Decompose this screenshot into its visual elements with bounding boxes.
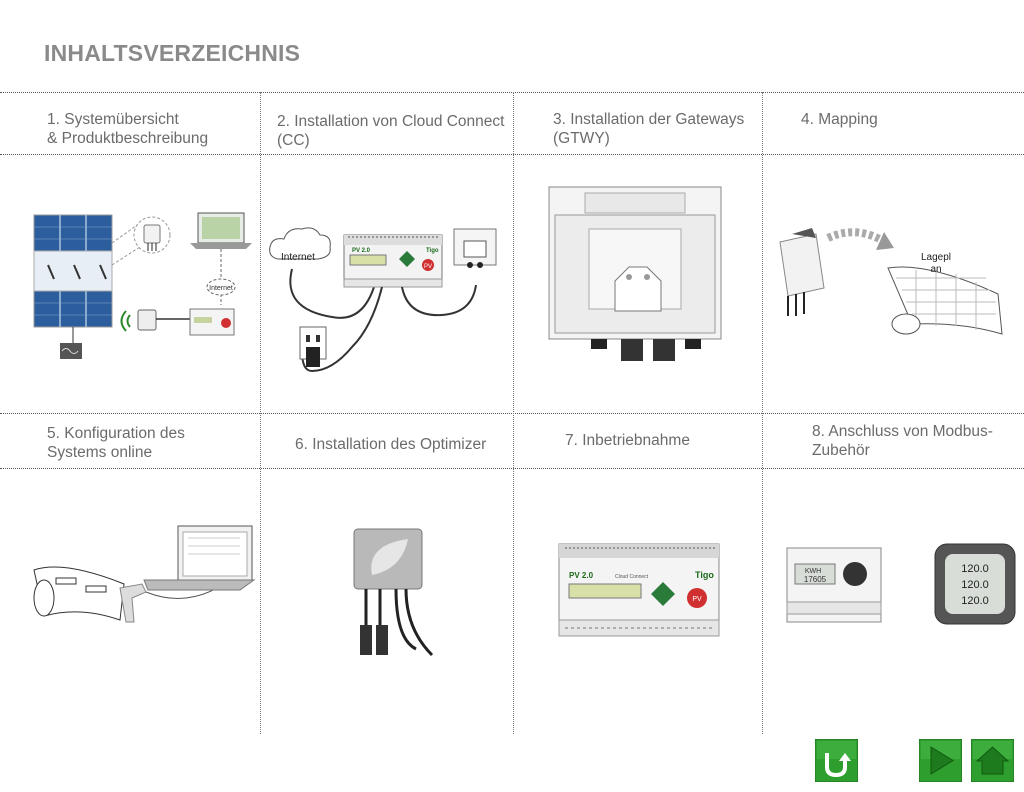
pv-badge-label: PV: [424, 264, 432, 270]
system-overview-illustration: Internet: [33, 212, 252, 359]
meter-value-label: 17605: [804, 575, 827, 584]
section-5-line1: 5. Konfiguration des: [47, 425, 185, 442]
optimizer-illustration: [353, 528, 434, 657]
device-brand-label: Tigo: [426, 248, 439, 254]
gateway-illustration: [548, 186, 722, 361]
power-outlet-icon: [299, 326, 327, 367]
device7-pv-badge: PV: [692, 596, 702, 603]
u-turn-back-icon: [825, 753, 847, 778]
internet-badge: Internet: [209, 285, 233, 292]
grid-line-middle: [0, 413, 1024, 414]
section-6-link[interactable]: 6. Installation des Optimizer: [295, 435, 486, 454]
back-button[interactable]: [815, 739, 858, 782]
section-7-line1: 7. Inbetriebnahme: [565, 432, 690, 449]
grid-col-divider-3: [762, 92, 763, 734]
energy-meter-device: KWH 17605: [786, 547, 882, 623]
optimizer-label-sticker: [779, 228, 825, 316]
section-3-line2: (GTWY): [553, 130, 610, 147]
laptop-icon-large: [143, 525, 256, 591]
section-4-link[interactable]: 4. Mapping: [801, 110, 878, 129]
section-1-link[interactable]: 1. Systemübersicht & Produktbeschreibung: [47, 110, 208, 148]
section-1-line1: 1. Systemübersicht: [47, 111, 179, 128]
cloud-connect-installation-illustration: Internet PV 2.0 Tigo PV: [269, 227, 497, 373]
meter2-value-2: 120.0: [961, 579, 989, 591]
grid-line-header-2: [0, 468, 1024, 469]
section-5-link[interactable]: 5. Konfiguration des Systems online: [47, 424, 185, 462]
mapping-illustration: Lagepl an: [779, 228, 1003, 335]
section-8-line1: 8. Anschluss von Modbus-: [812, 423, 993, 440]
gateway-closeup: [133, 216, 171, 254]
site-plan-scroll: [887, 266, 1003, 335]
cloud-connect-mini: [189, 308, 235, 336]
section-8-link[interactable]: 8. Anschluss von Modbus- Zubehör: [812, 422, 993, 460]
lageplan-label-line1: Lagepl: [921, 252, 951, 263]
play-next-icon: [930, 746, 954, 775]
device7-sub-label: Cloud Connect: [615, 574, 649, 580]
cloud-connect-device: PV 2.0 Tigo PV: [343, 234, 443, 288]
page-title: INHALTSVERZEICHNIS: [44, 40, 301, 66]
barcode-scanner-icon: [119, 583, 147, 623]
section-4-line1: 4. Mapping: [801, 111, 878, 128]
meter2-value-1: 120.0: [961, 563, 989, 575]
internet-cloud-label: Internet: [281, 252, 315, 263]
section-2-link[interactable]: 2. Installation von Cloud Connect (CC): [277, 112, 513, 150]
home-button[interactable]: [971, 739, 1014, 782]
power-meter-device: 120.0 120.0 120.0: [934, 543, 1016, 625]
section-7-link[interactable]: 7. Inbetriebnahme: [565, 431, 690, 450]
grid-col-divider-1: [260, 92, 261, 734]
lageplan-label-line2: an: [930, 264, 941, 275]
device7-brand-label: Tigo: [695, 570, 714, 580]
site-plan-scroll-small: [33, 566, 125, 621]
section-8-line2: Zubehör: [812, 442, 870, 459]
section-3-line1: 3. Installation der Gateways: [553, 111, 745, 128]
section-2-line1: 2. Installation von Cloud Connect: [277, 113, 505, 130]
solar-panel-array: [33, 214, 113, 359]
next-button[interactable]: [919, 739, 962, 782]
cable-gland-group: [591, 339, 701, 361]
meter-kwh-label: KWH: [805, 568, 821, 575]
section-5-line2: Systems online: [47, 444, 153, 461]
device-model-label: PV 2.0: [352, 248, 371, 254]
arrow-icon: [826, 228, 894, 250]
internet-cloud-icon: Internet: [269, 227, 331, 263]
grid-col-divider-2: [513, 92, 514, 734]
grid-line-top: [0, 92, 1024, 93]
device7-model-label: PV 2.0: [569, 571, 594, 580]
section-6-line1: 6. Installation des Optimizer: [295, 436, 487, 453]
modbus-accessories-illustration: KWH 17605 120.0 120.0 120.0: [786, 543, 1016, 625]
junction-box-icon: [453, 228, 497, 268]
laptop-icon: [190, 212, 252, 249]
grid-line-header-1: [0, 154, 1024, 155]
section-3-link[interactable]: 3. Installation der Gateways (GTWY): [553, 110, 744, 148]
leaf-logo-icon: [371, 539, 408, 575]
online-configuration-illustration: [33, 525, 256, 623]
commissioning-device-illustration: PV 2.0 Cloud Connect Tigo PV: [558, 543, 720, 637]
home-icon: [975, 746, 1010, 775]
wireless-icon: [120, 310, 131, 332]
meter2-value-3: 120.0: [961, 595, 989, 607]
section-1-line2: & Produktbeschreibung: [47, 130, 209, 147]
section-2-line2: (CC): [277, 132, 310, 149]
